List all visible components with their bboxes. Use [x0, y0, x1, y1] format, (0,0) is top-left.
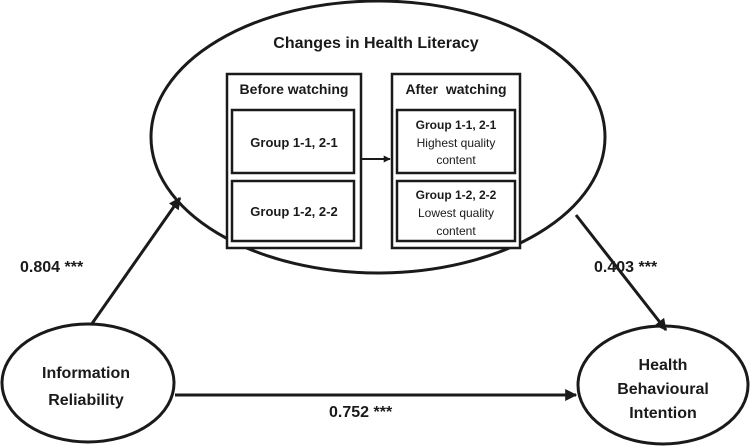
path-arrow-info-to-literacy	[89, 197, 182, 326]
after-group-2-box	[395, 179, 517, 243]
health-literacy-title: Changes in Health Literacy	[273, 35, 478, 52]
health-behavioural-intention-line3: Intention	[629, 405, 697, 422]
after-group-2-desc-line1: Lowest quality	[418, 206, 494, 220]
information-reliability-line2: Reliability	[48, 392, 124, 409]
after-watching-header: After watching	[405, 81, 506, 97]
coef-literacy-to-behaviour: 0.403 ***	[594, 259, 658, 276]
information-reliability-line1: Information	[42, 365, 130, 382]
after-group-2-desc-line2: content	[436, 224, 476, 238]
after-group-1-desc-line1: Highest quality	[417, 136, 496, 150]
after-group-1-desc-line2: content	[436, 153, 476, 167]
before-group-1-label: Group 1-1, 2-1	[250, 135, 337, 150]
before-watching-header: Before watching	[240, 81, 349, 97]
after-group-1-box	[395, 108, 517, 175]
before-group-2-box	[230, 179, 356, 243]
before-group-1-box	[230, 108, 356, 175]
coef-info-to-literacy: 0.804 ***	[20, 259, 84, 276]
before-group-2-label: Group 1-2, 2-2	[250, 204, 337, 219]
coef-info-to-behaviour: 0.752 ***	[329, 404, 393, 421]
health-behavioural-intention-line1: Health	[639, 357, 688, 374]
information-reliability-ellipse	[0, 322, 176, 444]
after-group-2-title: Group 1-2, 2-2	[416, 188, 497, 202]
health-behavioural-intention-line2: Behavioural	[617, 381, 709, 398]
path-arrow-literacy-to-behaviour	[574, 214, 668, 331]
after-group-1-title: Group 1-1, 2-1	[416, 118, 497, 132]
